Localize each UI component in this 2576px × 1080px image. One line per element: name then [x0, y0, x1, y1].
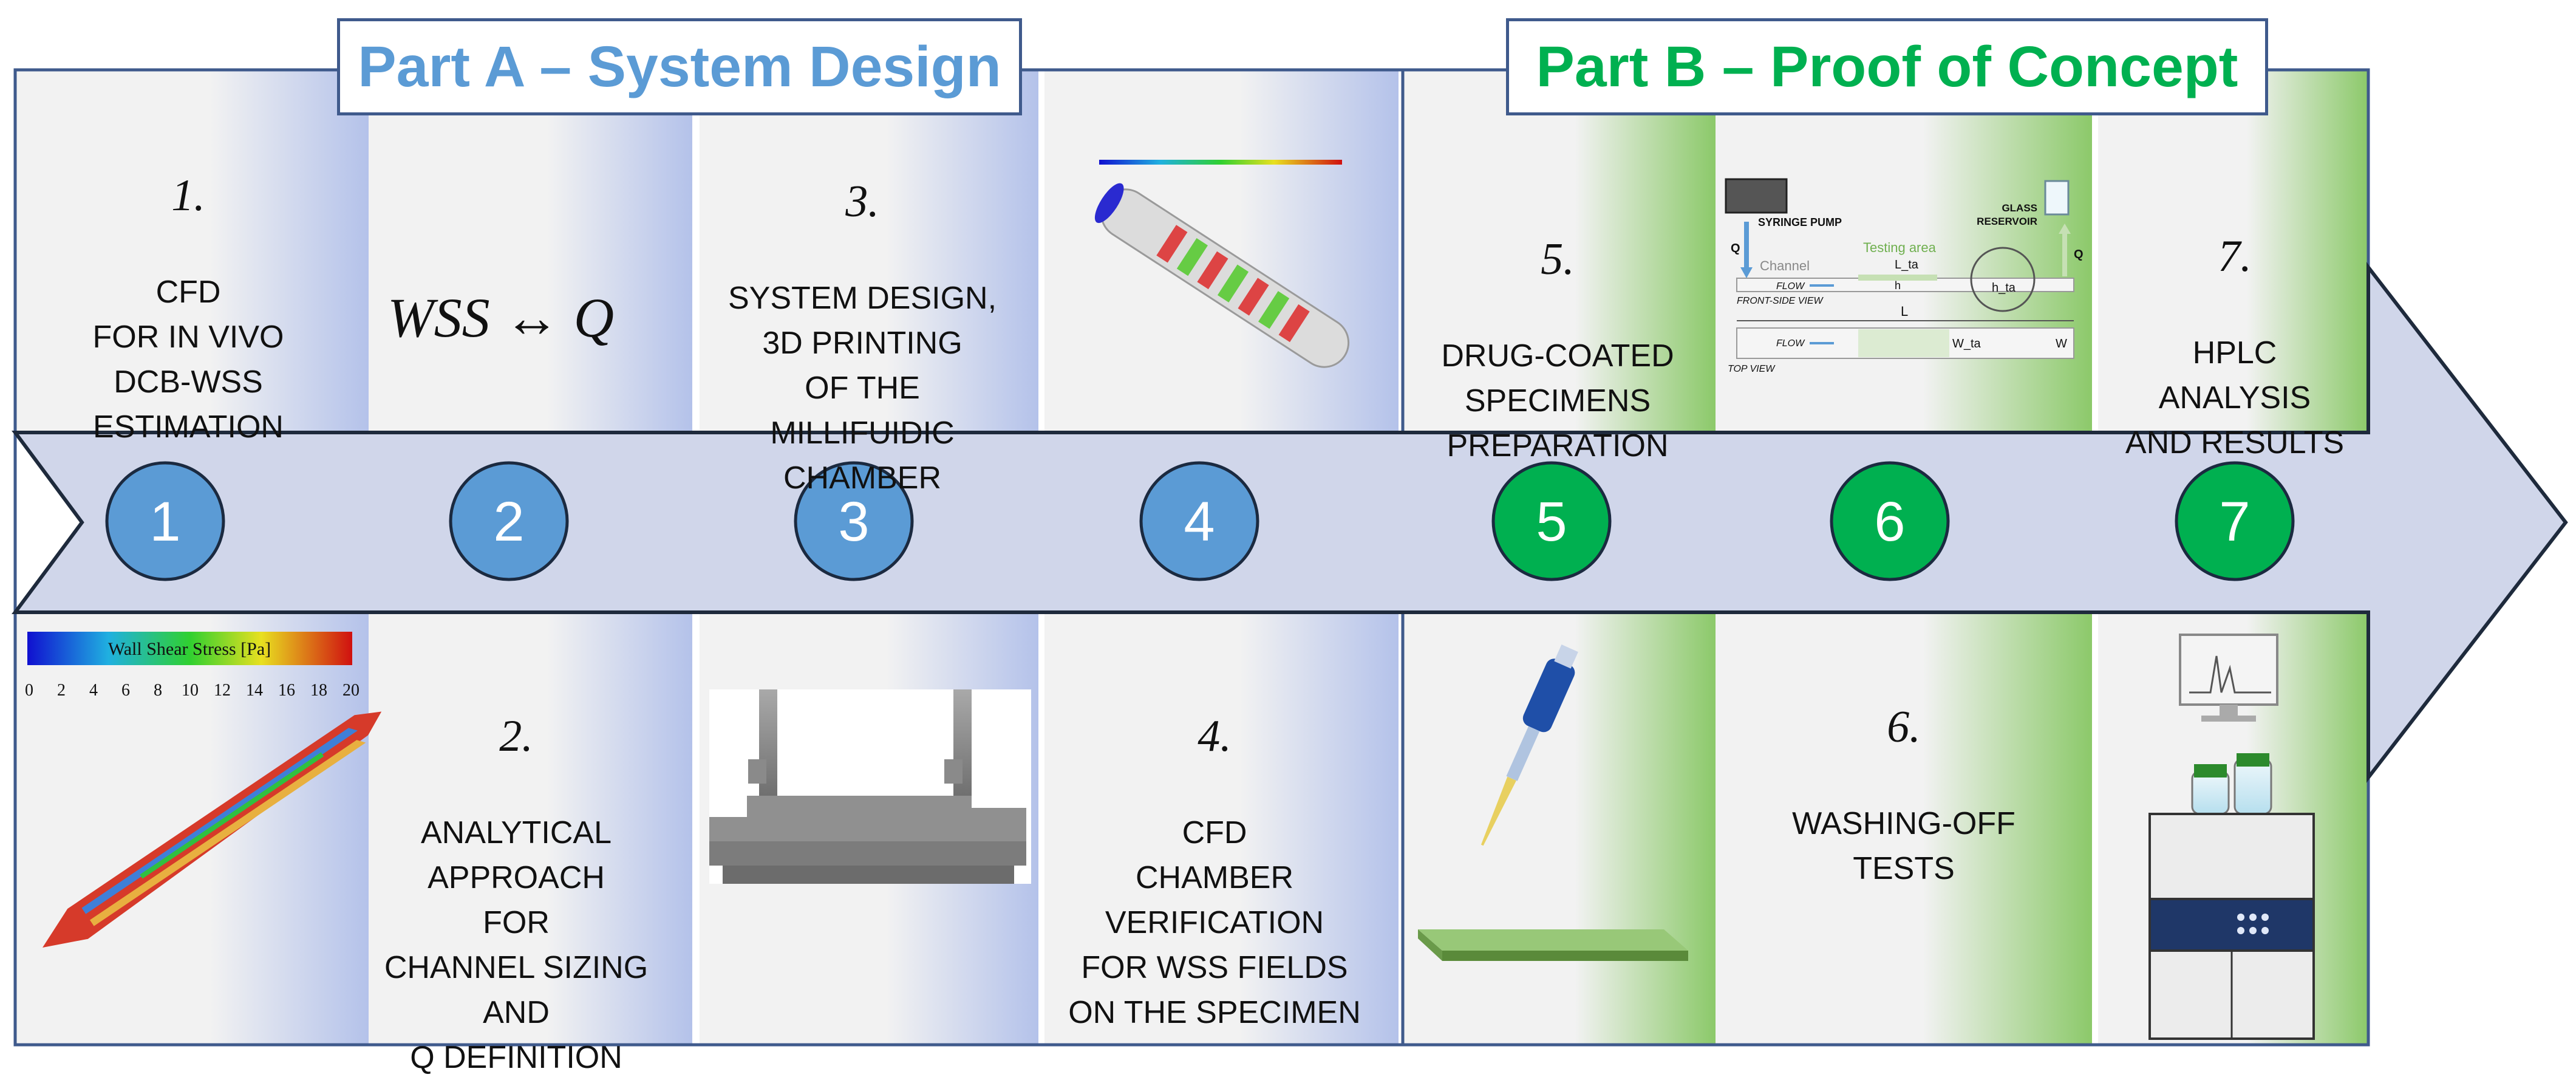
top-row [15, 70, 2368, 432]
cell-5-number: 5. [1541, 234, 1575, 284]
h-ta-label: h_ta [1992, 281, 2016, 295]
colorbar-ticks: 0 2 4 6 8 10 12 14 16 18 20 [25, 681, 359, 700]
syringe-pump-icon [1725, 178, 1788, 214]
cell-2-number: 2. [499, 711, 533, 761]
colorbar-tick-label: 4 [89, 681, 98, 700]
h-label: h [1895, 279, 1901, 292]
cell-6b-panel [1716, 612, 2092, 1045]
q-label-right: Q [2074, 248, 2084, 261]
cfd-chamber-image [1094, 160, 1350, 368]
cell-3-description: SYSTEM DESIGN, 3D PRINTING OF THE MILLIF… [727, 281, 997, 496]
cell-6-panel [1716, 70, 2092, 432]
cell-3-panel [700, 70, 1038, 432]
cell-1-description: CFD FOR IN VIVO DCB-WSS ESTIMATION [92, 275, 284, 445]
colorbar-tick-label: 6 [121, 681, 130, 700]
cell-2-panel [369, 70, 692, 432]
colorbar-tick-label: 16 [278, 681, 295, 700]
cell-6-number: 6. [1887, 702, 1921, 752]
colorbar-tick-label: 20 [342, 681, 359, 700]
step-5-number: 5 [1536, 491, 1567, 553]
cell-4-text: 4. CFD CHAMBER VERIFICATION FOR WSS FIEL… [1054, 662, 1375, 1035]
step-7-number: 7 [2219, 491, 2250, 553]
front-side-view-label: FRONT-SIDE VIEW [1737, 296, 1824, 306]
hplc-instrument-image [2148, 634, 2315, 1040]
cell-7-number: 7. [2218, 231, 2252, 281]
colorbar-tick-label: 10 [182, 681, 199, 700]
cell-6-text: 6. WASHING-OFF TESTS [1749, 653, 2059, 891]
cell-7-text: 7. HPLC ANALYSIS AND RESULTS [2119, 182, 2350, 465]
chamber-3d-print-image [709, 689, 1031, 884]
step-4: 4 [1139, 461, 1259, 581]
wss-q-formula: WSS ↔ Q [387, 287, 615, 349]
colorbar-tick-label: 12 [214, 681, 231, 700]
step-7: 7 [2175, 461, 2295, 581]
detail-circle [1970, 247, 2036, 312]
dcb-vessel-image [43, 711, 382, 948]
cell-7-description: HPLC ANALYSIS AND RESULTS [2125, 335, 2345, 460]
cell-7-panel [2098, 70, 2368, 432]
l-label: L [1901, 304, 1908, 319]
testing-area-label: Testing area [1863, 240, 1937, 255]
cell-4-number: 4. [1198, 711, 1232, 761]
cell-1-panel [15, 70, 369, 432]
cell-2-text: 2. ANALYTICAL APPROACH FOR CHANNEL SIZIN… [370, 662, 662, 1080]
step-1-number: 1 [149, 491, 180, 553]
colorbar-title: Wall Shear Stress [Pa] [108, 639, 271, 659]
step-3: 3 [794, 461, 914, 581]
colorbar-tick-label: 18 [310, 681, 327, 700]
l-ta-label: L_ta [1895, 258, 1919, 272]
step-5: 5 [1491, 461, 1612, 581]
top-view-label: TOP VIEW [1728, 364, 1776, 374]
flow-label-top: FLOW [1776, 338, 1805, 349]
cell-2b-panel [369, 612, 692, 1045]
pipette-specimen-image [1418, 644, 1688, 961]
step-circles: 1 2 3 4 5 6 7 [105, 461, 2295, 581]
cell-3-number: 3. [845, 177, 879, 227]
cell-3-text: 3. SYSTEM DESIGN, 3D PRINTING OF THE MIL… [701, 128, 1023, 501]
step-3-number: 3 [838, 491, 869, 553]
step-1: 1 [105, 461, 225, 581]
flow-label-front: FLOW [1776, 281, 1805, 292]
process-arrow [12, 262, 2568, 783]
step-4-number: 4 [1184, 491, 1215, 553]
cell-2-description: ANALYTICAL APPROACH FOR CHANNEL SIZING A… [384, 815, 649, 1075]
wss-colorbar: Wall Shear Stress [Pa] 0 2 4 6 8 10 12 14 16 18 20 [25, 632, 359, 700]
cell-6-description: WASHING-OFF TESTS [1792, 806, 2015, 886]
cell-5-text: 5. DRUG-COATED SPECIMENS PREPARATION [1415, 185, 1700, 468]
colorbar-tick-label: 2 [57, 681, 66, 700]
step-6-number: 6 [1874, 491, 1905, 553]
cell-1-number: 1. [171, 171, 205, 220]
colorbar-tick-label: 8 [154, 681, 162, 700]
channel-label: Channel [1760, 258, 1810, 273]
glass-reservoir-icon [2044, 180, 2070, 216]
w-ta-label: W_ta [1952, 337, 1981, 350]
part-a-title: Part A – System Design [337, 18, 1022, 115]
q-label-left: Q [1731, 242, 1740, 255]
syringe-pump-label: SYRINGE PUMP [1758, 216, 1842, 228]
cell-4b-panel [1044, 612, 1399, 1045]
colorbar-tick-label: 14 [246, 681, 263, 700]
step-6: 6 [1830, 461, 1950, 581]
colorbar-tick-label: 0 [25, 681, 33, 700]
cell-5-description: DRUG-COATED SPECIMENS PREPARATION [1441, 338, 1674, 463]
w-label: W [2056, 337, 2067, 350]
step-2: 2 [449, 461, 569, 581]
cell-4-description: CFD CHAMBER VERIFICATION FOR WSS FIELDS … [1068, 815, 1361, 1030]
cell-5-panel [1403, 70, 1716, 432]
cell-1-text: 1. CFD FOR IN VIVO DCB-WSS ESTIMATION [76, 121, 301, 449]
step-2-number: 2 [493, 491, 524, 553]
part-b-title: Part B – Proof of Concept [1506, 18, 2268, 115]
